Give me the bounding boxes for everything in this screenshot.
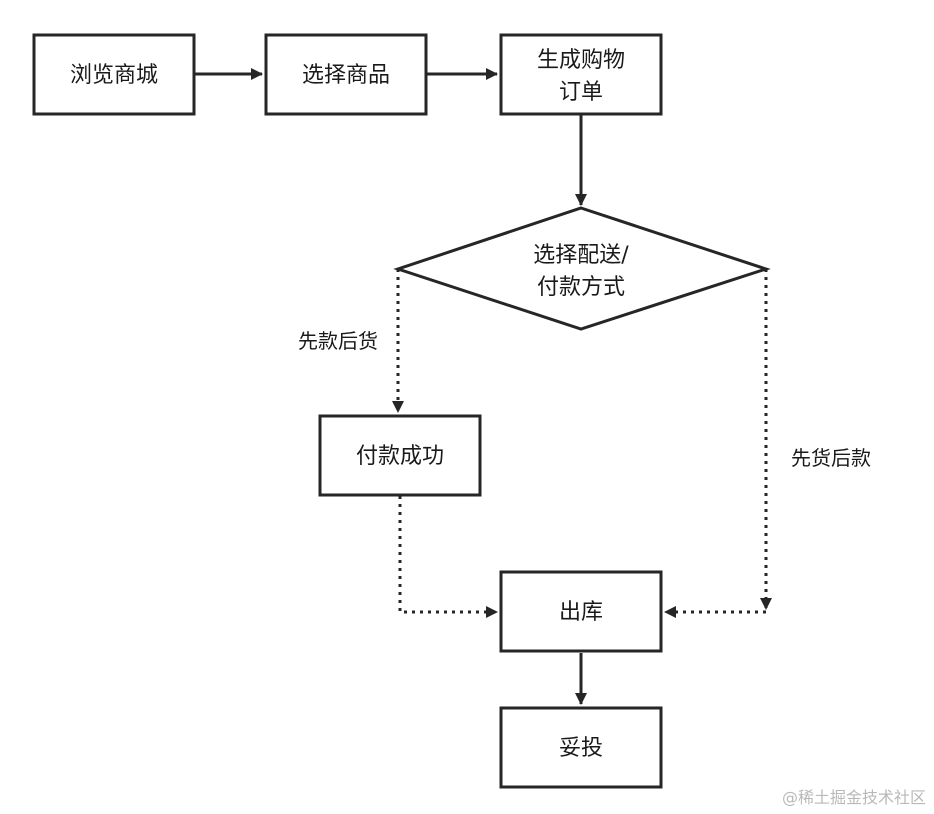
node-browse-mall: 浏览商城 bbox=[32, 33, 196, 116]
edge-label-goods-first: 先货后款 bbox=[791, 446, 871, 470]
node-choose-method-decision: 选择配送/ 付款方式 bbox=[393, 206, 771, 331]
node-browse-mall-label: 浏览商城 bbox=[70, 63, 158, 88]
node-select-product: 选择商品 bbox=[264, 33, 428, 116]
node-select-product-label: 选择商品 bbox=[302, 63, 390, 88]
node-create-order-label-line2: 订单 bbox=[559, 80, 603, 105]
node-delivered-label: 妥投 bbox=[559, 736, 603, 761]
node-choose-method-label-line1: 选择配送/ bbox=[533, 243, 629, 268]
edge-payment-to-outbound bbox=[398, 496, 498, 618]
watermark-text: @稀土掘金技术社区 bbox=[782, 788, 926, 807]
node-create-order: 生成购物 订单 bbox=[499, 33, 663, 116]
edge-label-pay-first: 先款后货 bbox=[298, 329, 378, 353]
node-payment-success: 付款成功 bbox=[318, 414, 482, 497]
node-outbound-label: 出库 bbox=[559, 600, 603, 625]
node-outbound: 出库 bbox=[499, 570, 663, 653]
node-choose-method-label-line2: 付款方式 bbox=[537, 275, 625, 300]
node-payment-success-label: 付款成功 bbox=[356, 444, 444, 469]
node-delivered: 妥投 bbox=[499, 706, 663, 789]
node-create-order-label-line1: 生成购物 bbox=[537, 48, 625, 73]
